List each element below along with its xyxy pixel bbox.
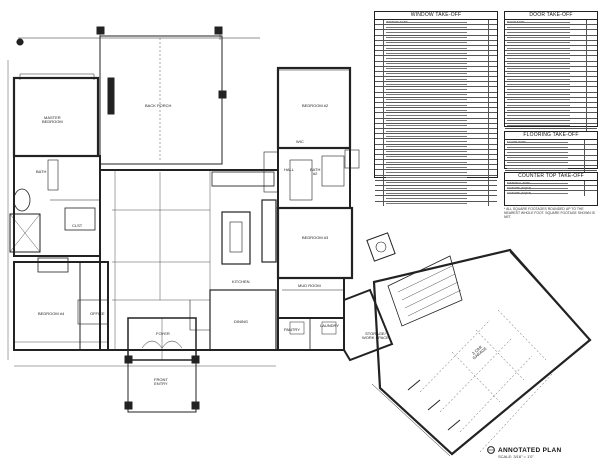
room-bedroom-3: BEDROOM #3 xyxy=(302,235,329,240)
schedule-row xyxy=(505,45,597,52)
flooring-takeoff-title: FLOORING TAKE-OFF xyxy=(505,132,597,140)
schedule-row xyxy=(375,154,497,161)
schedule-row xyxy=(505,82,597,88)
title-block-scale: SCALE: 3/16" = 1'0" xyxy=(498,454,534,459)
countertop-takeoff-header: MATERIAL TYPE xyxy=(505,181,597,187)
schedule-row xyxy=(375,66,497,72)
schedule-row xyxy=(375,87,497,93)
flooring-takeoff-schedule: FLOORING TAKE-OFF FLOOR TYPE xyxy=(504,131,598,176)
window-takeoff-schedule: WINDOW TAKE-OFF WINDOW TYPE xyxy=(374,11,498,206)
room-hall: HALL xyxy=(284,167,295,172)
schedule-row xyxy=(505,25,597,31)
room-bath-2: BATH #2 xyxy=(310,167,321,176)
window-takeoff-title: WINDOW TAKE-OFF xyxy=(375,12,497,20)
schedule-row xyxy=(505,145,597,151)
room-bedroom-4: BEDROOM #4 xyxy=(38,311,65,316)
room-mud-room: MUD ROOM xyxy=(298,283,321,288)
schedule-row xyxy=(505,71,597,78)
schedule-row xyxy=(505,77,597,83)
schedule-row xyxy=(505,165,597,172)
schedule-row xyxy=(375,118,497,124)
room-front-entry: FRONT ENTRY xyxy=(154,377,168,386)
schedule-row xyxy=(375,92,497,98)
room-kitchen: KITCHEN xyxy=(232,279,250,284)
schedule-row xyxy=(505,66,597,72)
schedule-row xyxy=(375,160,497,166)
schedule-row xyxy=(375,61,497,67)
countertop-takeoff-row: GRANITE (SQFT) xyxy=(505,186,597,192)
room-bedroom-2: BEDROOM #2 xyxy=(302,103,329,108)
schedule-row xyxy=(375,191,497,197)
room-dining: DINING xyxy=(234,319,248,324)
schedule-row xyxy=(375,108,497,114)
room-pantry: PANTRY xyxy=(284,327,300,332)
schedule-row xyxy=(505,97,597,103)
schedule-row xyxy=(375,103,497,109)
room-office: OFFICE xyxy=(90,311,105,316)
room-closet: CLST xyxy=(72,223,83,228)
schedule-row xyxy=(375,175,497,181)
schedule-row xyxy=(375,113,497,119)
schedule-row xyxy=(375,186,497,192)
schedule-row xyxy=(505,35,597,41)
countertop-takeoff-row: GRANITE (SQFT) xyxy=(505,191,597,196)
schedule-row xyxy=(375,97,497,103)
schedule-row xyxy=(375,35,497,41)
schedule-row xyxy=(375,25,497,31)
schedule-row xyxy=(375,180,497,186)
section-marker-icon xyxy=(487,446,495,454)
schedule-row xyxy=(375,82,497,88)
schedule-row xyxy=(505,40,597,46)
schedule-row xyxy=(375,71,497,78)
title-block-title: ANNOTATED PLAN xyxy=(498,446,562,454)
schedule-row xyxy=(375,51,497,57)
schedule-footnote: * ALL SQUARE FOOTAGES ROUNDED UP TO THE … xyxy=(504,207,595,219)
schedule-row xyxy=(375,56,497,62)
schedule-row xyxy=(375,77,497,83)
schedule-row xyxy=(375,45,497,52)
room-back-porch: BACK PORCH xyxy=(145,103,172,108)
schedule-row xyxy=(505,108,597,114)
schedule-row xyxy=(505,30,597,36)
window-takeoff-header: WINDOW TYPE xyxy=(375,20,497,26)
schedule-row xyxy=(375,149,497,155)
schedule-row xyxy=(505,103,597,109)
door-takeoff-schedule: DOOR TAKE-OFF DOOR TYPE xyxy=(504,11,598,149)
room-storage: STORAGE/ WORK SPACE xyxy=(362,331,389,340)
schedule-row xyxy=(375,201,497,206)
countertop-takeoff-title: COUNTER TOP TAKE-OFF xyxy=(505,173,597,181)
schedule-row xyxy=(505,56,597,62)
schedule-row xyxy=(375,30,497,36)
schedule-row xyxy=(375,165,497,171)
schedule-row xyxy=(505,123,597,129)
title-block: ANNOTATED PLAN SCALE: 3/16" = 1'0" xyxy=(487,446,562,459)
schedule-row xyxy=(375,170,497,176)
schedule-row xyxy=(375,123,497,129)
schedule-row xyxy=(505,118,597,124)
schedule-row xyxy=(375,40,497,46)
schedule-row xyxy=(375,196,497,202)
schedule-row xyxy=(375,128,497,135)
schedule-row xyxy=(505,155,597,161)
schedule-row xyxy=(505,113,597,119)
schedule-row xyxy=(375,139,497,145)
schedule-row xyxy=(505,51,597,57)
flooring-takeoff-header: FLOOR TYPE xyxy=(505,140,597,146)
schedule-row xyxy=(505,92,597,98)
schedule-row xyxy=(505,61,597,67)
schedule-row xyxy=(505,87,597,93)
room-wic: WIC xyxy=(296,139,304,144)
room-foyer: FOYER xyxy=(156,331,170,336)
schedule-row xyxy=(505,150,597,156)
room-master-bedroom: MASTER BEDROOM xyxy=(42,115,63,124)
countertop-takeoff-schedule: COUNTER TOP TAKE-OFF MATERIAL TYPE GRANI… xyxy=(504,172,598,206)
schedule-row xyxy=(505,160,597,166)
room-laundry: LAUNDRY xyxy=(320,323,340,328)
door-takeoff-title: DOOR TAKE-OFF xyxy=(505,12,597,20)
schedule-row xyxy=(375,144,497,150)
schedule-row xyxy=(375,134,497,140)
door-takeoff-header: DOOR TYPE xyxy=(505,20,597,26)
room-master-bath: BATH xyxy=(36,169,47,174)
